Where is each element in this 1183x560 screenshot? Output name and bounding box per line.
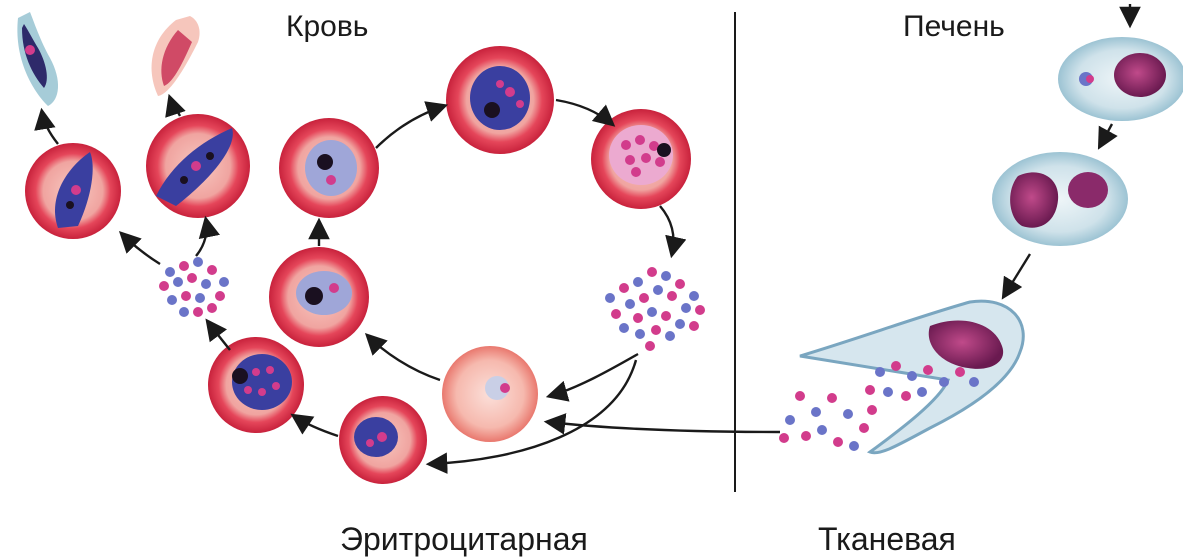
arrow-schizont-to-left-merozoites (208, 322, 230, 350)
blood-label: Кровь (286, 10, 368, 44)
red-blood-cell-gametocyte-2 (146, 114, 250, 218)
gametocyte-crescent-2 (152, 16, 200, 96)
arrow-merozoites-to-gametocyte-1 (122, 234, 160, 264)
red-blood-cell-ring-stage (442, 346, 538, 442)
arrow-merozoites-to-ring (550, 354, 638, 396)
merozoite-cluster-left (159, 257, 229, 317)
merozoite-cluster-right (605, 267, 705, 351)
arrow-gametocyte-2-up (170, 98, 180, 116)
red-blood-cell-gametocyte-1 (25, 143, 121, 239)
red-blood-cell-schizont-early (446, 46, 554, 154)
red-blood-cell-left-schizont (208, 337, 304, 433)
arrow-ring-to-trophozoite (368, 336, 440, 380)
arrow-to-mature-schizont (556, 100, 612, 124)
liver-schizont-releasing-merozoites (800, 301, 1023, 453)
red-blood-cell-trophozoite-1 (269, 247, 369, 347)
arrow-to-early-schizont (376, 106, 444, 148)
arrow-schizont-to-merozoites (660, 206, 674, 254)
liver-label: Печень (903, 10, 1005, 44)
arrow-tissue-to-blood (548, 422, 780, 432)
arrow-liver-1-to-2 (1100, 124, 1112, 146)
arrow-merozoites-to-gametocyte-2 (196, 220, 207, 256)
released-merozoites-tissue (779, 391, 877, 451)
liver-cell-sporozoite (1058, 37, 1183, 121)
red-blood-cell-schizont-mature (591, 109, 691, 209)
erythrocytic-stage-label: Эритроцитарная (340, 521, 588, 558)
gametocyte-crescent-1 (17, 12, 58, 106)
arrow-liver-2-to-3 (1004, 254, 1030, 296)
arrow-gametocyte-1-up (42, 112, 58, 144)
red-blood-cell-trophozoite-2 (279, 118, 379, 218)
red-blood-cell-lower-trophozoite (339, 396, 427, 484)
arrow-lower-to-left-schizont (294, 416, 338, 436)
liver-cell-growing (992, 152, 1128, 246)
tissue-stage-label: Тканевая (818, 521, 956, 558)
